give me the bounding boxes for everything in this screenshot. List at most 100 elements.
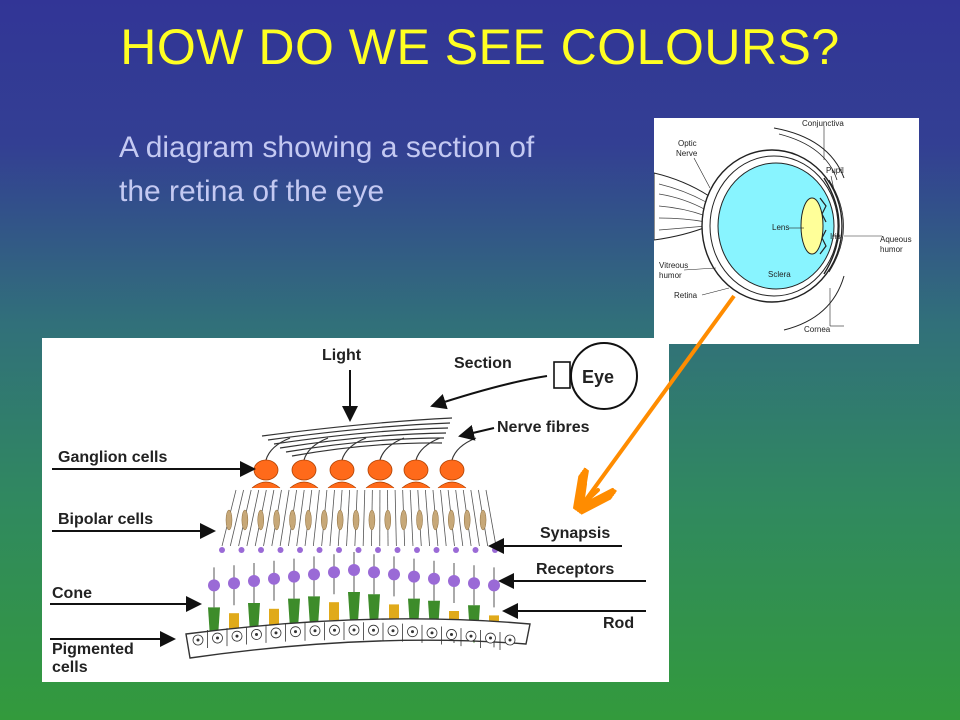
bipolar-cell (400, 509, 407, 531)
nerve-fibres-label: Nerve fibres (497, 419, 590, 436)
pigmented-nucleus (333, 628, 336, 632)
ganglion-axon (415, 437, 441, 461)
synapse-dot (394, 547, 401, 553)
vitreous-label-2: humor (659, 271, 682, 280)
ganglion-axon (379, 437, 405, 461)
synapse-dot (297, 547, 303, 553)
ganglion-axon (341, 437, 367, 461)
lens-shape (800, 197, 824, 255)
receptor-nucleus (348, 564, 360, 576)
aqueous-label-2: humor (880, 245, 903, 254)
sclera-label: Sclera (768, 270, 791, 279)
synapse-dot (355, 547, 362, 553)
receptor-nucleus (248, 575, 260, 587)
ganglion-axon (265, 437, 291, 461)
rod-cell (329, 602, 339, 621)
bipolar-cell (432, 509, 439, 531)
pigmented-nucleus (372, 628, 375, 632)
ganglion-cell (291, 459, 317, 481)
section-arrow (430, 375, 548, 410)
pigmented-band (185, 618, 531, 659)
pigmented-nucleus (430, 631, 434, 635)
receptor-nucleus (488, 579, 500, 592)
slide-subtitle: A diagram showing a section of the retin… (119, 131, 535, 208)
bipolar-label: Bipolar cells (58, 511, 153, 528)
receptor-nucleus (368, 566, 380, 579)
ganglion-cell (253, 459, 279, 481)
synapsis-label: Synapsis (540, 525, 610, 542)
bipolar-cell (241, 509, 249, 531)
bipolar-cell (273, 509, 280, 531)
synapse-dot (316, 547, 323, 553)
conjunctiva-label: Conjunctiva (802, 119, 844, 128)
pigmented-nucleus (450, 632, 453, 636)
pigmented-label-1: Pigmented (52, 641, 134, 658)
receptor-nucleus (288, 570, 300, 583)
receptor-nucleus (208, 579, 220, 592)
nerve-fibre (261, 417, 453, 437)
pigmented-nucleus (294, 630, 297, 634)
bipolar-fibre (470, 489, 480, 547)
receptor-nucleus (468, 577, 480, 590)
bipolar-cell (289, 509, 296, 531)
receptor-nucleus (328, 566, 340, 579)
retina-diagram-panel: Light Section Eye Nerve fibres Ganglion … (42, 338, 669, 682)
synapse-dot (277, 547, 284, 553)
bipolar-fibre (424, 489, 430, 547)
bipolar-fibre (409, 489, 414, 547)
bipolar-fibre (440, 489, 447, 547)
pigmented-nucleus (489, 636, 492, 640)
receptors-label: Receptors (536, 561, 614, 578)
nerve-fibre (291, 442, 443, 457)
receptor-nucleus (388, 568, 400, 581)
ganglion-label: Ganglion cells (58, 449, 167, 466)
section-label: Section (454, 355, 512, 372)
ganglion-cell (403, 459, 429, 481)
slide-title: HOW DO WE SEE COLOURS? (120, 19, 840, 75)
pigmented-nucleus (235, 634, 239, 638)
pigmented-nucleus (391, 629, 395, 633)
pigmented-nucleus (411, 630, 414, 634)
bipolar-cell (416, 509, 423, 531)
synapse-dot (492, 547, 498, 553)
ganglion-axon (303, 437, 329, 461)
synapse-dot (472, 547, 479, 553)
rod-label: Rod (603, 615, 634, 632)
light-label: Light (322, 347, 362, 364)
bipolar-fibre (312, 489, 320, 547)
vitreous-humor-shape (717, 162, 835, 290)
rod-cell (229, 613, 239, 632)
bipolar-cell (463, 509, 471, 531)
pigmented-nucleus (255, 632, 258, 636)
bipolar-fibre (394, 489, 397, 547)
synapse-dot (453, 547, 459, 553)
pupil-label: Pupil (826, 166, 844, 175)
bipolar-fibre (346, 489, 351, 547)
bipolar-fibre (279, 489, 290, 547)
bipolar-cell (368, 509, 376, 531)
bipolar-fibre (455, 489, 464, 547)
ganglion-dendrites (437, 481, 467, 489)
section-box (553, 361, 571, 389)
synapse-dot (375, 547, 381, 553)
bipolar-fibre (362, 489, 366, 547)
bipolar-cell (336, 509, 344, 531)
bipolar-cell (352, 509, 360, 531)
ganglion-dendrites (289, 481, 319, 489)
eye-diagram-panel: Optic Nerve Conjunctiva Pupil Lens Iris … (653, 118, 919, 344)
optic-label-1: Optic (678, 139, 697, 148)
cornea-shape (823, 177, 840, 275)
retina-diagram: Light Section Eye Nerve fibres Ganglion … (50, 342, 646, 676)
receptor-nucleus (228, 577, 240, 590)
pigmented-label-2: cells (52, 659, 88, 676)
bipolar-fibre (246, 489, 260, 547)
pigmented-nucleus (352, 628, 356, 632)
ganglion-cell (329, 459, 355, 481)
synapse-dot (336, 547, 342, 553)
bipolar-cell (479, 509, 487, 531)
rod-cell (389, 604, 399, 623)
nerve-fibre (285, 437, 445, 453)
bipolar-cell (384, 509, 392, 531)
bipolar-fibre (296, 489, 305, 547)
